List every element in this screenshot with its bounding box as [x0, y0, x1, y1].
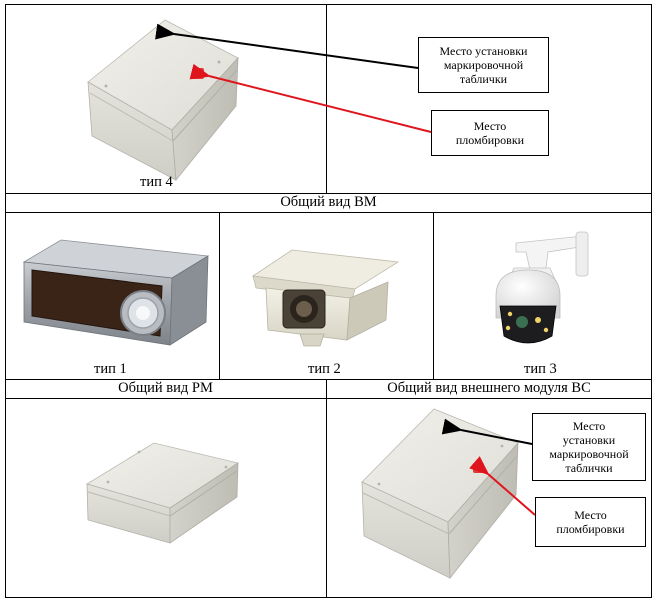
callout-marking-plate-bottom: Место установки маркировочной таблички [532, 413, 646, 481]
seal-marker-icon [473, 463, 484, 473]
callout-seal-bottom: Место пломбировки [535, 497, 646, 547]
section-title-vm: Общий вид ВМ [280, 194, 377, 210]
enclosure-vs-image [361, 408, 519, 580]
type4-label: тип 4 [140, 174, 173, 190]
section-title-vs: Общий вид внешнего модуля ВС [387, 380, 591, 396]
callout-marking-plate-top: Место установки маркировочной таблички [418, 37, 549, 93]
arrow-seal-top [189, 63, 432, 133]
callout-seal-top: Место пломбировки [431, 110, 549, 156]
enclosure-type4-image [87, 19, 239, 182]
camera-type3-image [495, 231, 589, 344]
seal-marker-icon [192, 68, 204, 79]
type2-label: тип 2 [308, 361, 341, 377]
arrow-mark-bottom [441, 418, 533, 445]
camera-type2-image [251, 249, 400, 347]
arrow-seal-bottom [469, 456, 536, 516]
section-title-rm: Общий вид РМ [118, 380, 213, 396]
type3-label: тип 3 [524, 361, 557, 377]
arrow-mark-top [155, 23, 419, 69]
camera-type1-image [22, 239, 210, 346]
enclosure-rm-image [86, 442, 239, 544]
type1-label: тип 1 [94, 361, 127, 377]
table-grid [5, 4, 652, 598]
